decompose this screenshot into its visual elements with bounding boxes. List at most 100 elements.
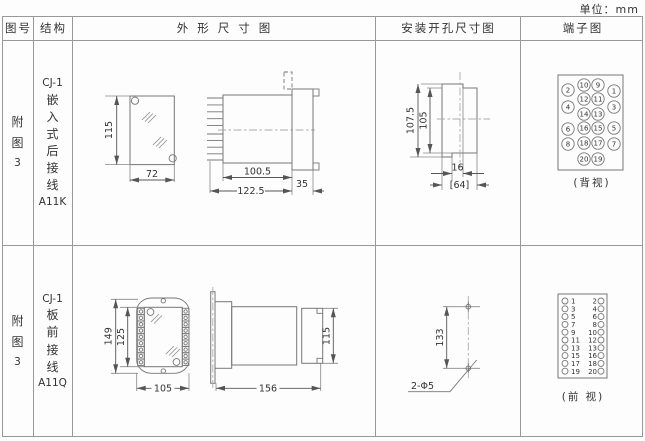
terminal-number: 16 bbox=[580, 124, 589, 132]
terminal-circle bbox=[597, 359, 605, 367]
text-line: 3 bbox=[14, 157, 21, 170]
terminal-number: 19 bbox=[571, 368, 580, 376]
terminal-pins bbox=[207, 97, 223, 161]
header-terminal: 端子图 bbox=[562, 21, 604, 35]
terminal-screw-hole bbox=[138, 309, 144, 314]
text-line: 附 bbox=[11, 115, 24, 130]
terminal-circle bbox=[561, 320, 569, 328]
terminal-circle bbox=[577, 92, 591, 106]
terminal-circle bbox=[561, 328, 569, 336]
dim-label: 16 bbox=[451, 163, 463, 174]
text-line: 线 bbox=[46, 178, 59, 193]
text-line: 嵌 bbox=[46, 92, 59, 107]
dim-label: 149 bbox=[104, 327, 115, 345]
terminal-screw-hole bbox=[138, 347, 144, 352]
terminal-screw-hole bbox=[183, 347, 188, 352]
terminal-number: 20 bbox=[588, 368, 597, 376]
dim-label: 2-Φ5 bbox=[411, 381, 434, 392]
terminal-screw-hole bbox=[138, 328, 144, 333]
terminal-circle bbox=[577, 78, 591, 92]
terminal-circle bbox=[577, 107, 591, 121]
terminal-number: 7 bbox=[612, 140, 616, 148]
terminal-number: 17 bbox=[571, 360, 580, 368]
terminal-number: 6 bbox=[593, 313, 598, 321]
terminal-number: 10 bbox=[588, 329, 597, 337]
dim-label: 100.5 bbox=[244, 167, 271, 178]
figure-number: 附图 3 bbox=[11, 112, 23, 174]
terminal-screw bbox=[181, 339, 190, 347]
text-line: 后 bbox=[46, 144, 59, 159]
terminal-circle bbox=[607, 84, 621, 98]
terminal-screw bbox=[137, 320, 145, 328]
text-line: A11Q bbox=[38, 376, 67, 389]
dim-label: 107.5 bbox=[406, 107, 417, 134]
terminal-screw-hole bbox=[183, 328, 188, 333]
terminal-circle bbox=[561, 137, 575, 151]
terminal-circle bbox=[591, 78, 605, 92]
terminal-number: 5 bbox=[612, 124, 616, 132]
terminal-circle bbox=[597, 305, 605, 313]
terminal-number: 13 bbox=[588, 344, 597, 352]
terminal-circle bbox=[597, 336, 605, 344]
dim-label: 133 bbox=[435, 328, 446, 346]
hatch-mark bbox=[150, 313, 163, 324]
unit-label: 单位：mm bbox=[579, 3, 639, 16]
text-line: A11K bbox=[38, 195, 67, 208]
terminal-number: 14 bbox=[580, 110, 589, 118]
text-line: 线 bbox=[46, 359, 59, 374]
terminal-circle bbox=[591, 136, 605, 150]
outline-drawing-row2: 149 125 105 115 156 bbox=[104, 287, 338, 395]
terminal-strip-left bbox=[137, 307, 145, 366]
text-line: 接 bbox=[46, 161, 59, 176]
header-mounting: 安装开孔尺寸图 bbox=[401, 21, 496, 35]
terminal-screw-hole bbox=[183, 341, 188, 346]
text-line: 入 bbox=[46, 109, 59, 124]
terminal-screw-hole bbox=[183, 309, 188, 314]
dim-label: 105 bbox=[419, 111, 430, 129]
text-line: 图 bbox=[11, 136, 24, 151]
terminal-circle bbox=[561, 336, 569, 344]
terminal-screw-hole bbox=[138, 360, 144, 365]
terminal-screw bbox=[181, 352, 190, 360]
terminal-number: 9 bbox=[596, 81, 600, 89]
terminal-circle bbox=[591, 152, 605, 166]
terminal-number: 4 bbox=[593, 305, 598, 313]
table-border bbox=[2, 16, 643, 437]
terminal-number: 5 bbox=[571, 313, 575, 321]
terminal-screw-hole bbox=[183, 322, 188, 327]
terminal-number: 13 bbox=[571, 344, 580, 352]
terminal-circle bbox=[597, 352, 605, 360]
row-divider bbox=[2, 245, 643, 246]
header-figure: 图号 bbox=[5, 21, 32, 35]
header-outline: 外形尺寸图 bbox=[176, 21, 280, 35]
terminal-circle bbox=[577, 136, 591, 150]
terminal-circle bbox=[561, 313, 569, 321]
text-line: 附 bbox=[11, 313, 24, 328]
terminal-circle bbox=[561, 297, 569, 305]
terminal-number: 19 bbox=[594, 155, 603, 163]
mounting-drawing-row1: 107.5 105 16 [64] bbox=[406, 72, 490, 191]
terminal-circle bbox=[597, 367, 605, 375]
terminal-screw-hole bbox=[138, 353, 144, 359]
terminal-circle bbox=[561, 367, 569, 375]
terminal-circle bbox=[607, 121, 621, 135]
column-divider bbox=[520, 16, 521, 437]
terminal-number: 8 bbox=[566, 140, 570, 148]
terminal-screw bbox=[181, 326, 190, 335]
dim-label: [64] bbox=[450, 180, 470, 191]
corner-notches bbox=[316, 308, 323, 364]
terminal-circle bbox=[597, 297, 605, 305]
dim-label: 115 bbox=[104, 121, 115, 139]
terminal-screw bbox=[181, 345, 190, 354]
terminal-number: 12 bbox=[580, 95, 589, 103]
terminal-circle bbox=[561, 83, 575, 97]
terminal-screw bbox=[137, 307, 145, 316]
terminal-screw bbox=[137, 333, 145, 341]
terminal-circle bbox=[597, 344, 605, 352]
terminal-screw-hole bbox=[183, 334, 188, 340]
